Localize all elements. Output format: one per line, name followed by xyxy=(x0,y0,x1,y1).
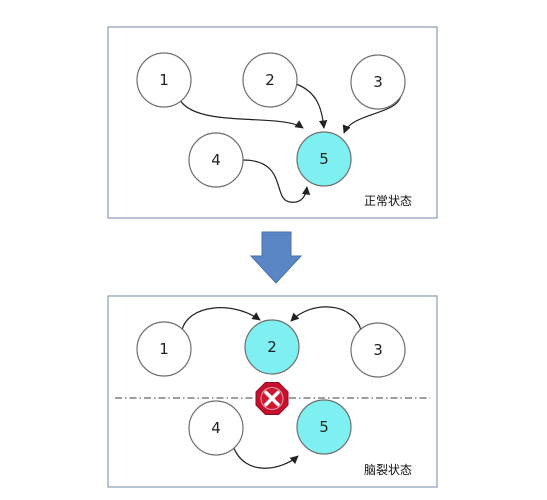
node-3: 3 xyxy=(350,54,406,110)
node-label: 1 xyxy=(159,340,169,358)
node-label: 1 xyxy=(159,71,169,89)
split-brain-state-panel: 1 2 3 4 5 脑裂状态 xyxy=(107,295,438,488)
edge-4-to-5 xyxy=(232,445,299,469)
node-label: 2 xyxy=(265,71,275,89)
node-4: 4 xyxy=(188,132,244,188)
node-label: 4 xyxy=(211,419,221,437)
panel-label: 正常状态 xyxy=(364,194,412,208)
node-label: 5 xyxy=(319,418,329,436)
node-5: 5 xyxy=(296,399,352,455)
node-label: 4 xyxy=(211,151,221,169)
edge-4-to-5 xyxy=(242,159,311,203)
panel-label: 脑裂状态 xyxy=(364,463,412,477)
node-label: 3 xyxy=(373,73,383,91)
node-1: 1 xyxy=(136,52,192,108)
node-label: 5 xyxy=(319,150,329,168)
edge-3-to-5 xyxy=(342,93,402,134)
node-4: 4 xyxy=(188,400,244,456)
node-label: 2 xyxy=(267,338,277,356)
node-2: 2 xyxy=(242,52,298,108)
close-icon xyxy=(255,382,289,415)
node-5: 5 xyxy=(296,131,352,187)
edge-2-to-5 xyxy=(295,83,328,129)
edge-3-to-2 xyxy=(290,306,362,331)
node-2: 2 xyxy=(244,319,300,375)
node-1: 1 xyxy=(136,321,192,377)
node-3: 3 xyxy=(350,322,406,378)
node-label: 3 xyxy=(373,341,383,359)
down-arrow-icon xyxy=(249,231,303,284)
edge-1-to-5 xyxy=(177,95,304,129)
normal-state-panel: 1 2 3 4 5 正常状态 xyxy=(107,26,438,219)
edge-1-to-2 xyxy=(181,307,261,331)
